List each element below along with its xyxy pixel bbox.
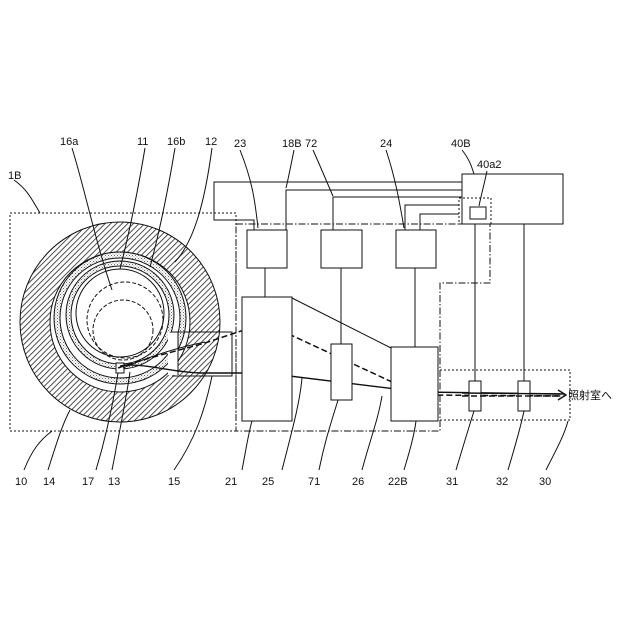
leader-72 <box>313 150 333 196</box>
label-11: 11 <box>137 136 148 148</box>
label-15: 15 <box>168 476 180 488</box>
leader-1b <box>14 180 40 213</box>
label-32: 32 <box>496 476 508 488</box>
line-to-24 <box>405 205 459 230</box>
label-13: 13 <box>108 476 120 488</box>
label-23: 23 <box>234 138 246 150</box>
component-40a2 <box>470 207 486 219</box>
leader-22b <box>404 421 416 470</box>
label-40a2: 40a2 <box>477 159 501 171</box>
leader-40b <box>462 150 474 174</box>
label-1b: 1B <box>8 170 21 182</box>
label-40b: 40B <box>451 138 471 150</box>
unit-21 <box>242 297 292 421</box>
arrow-head <box>558 390 566 400</box>
label-22b: 22B <box>388 476 408 488</box>
leader-71 <box>319 400 338 470</box>
label-30: 30 <box>539 476 551 488</box>
leader-30 <box>546 421 568 470</box>
label-21: 21 <box>225 476 237 488</box>
unit-22b <box>391 347 438 421</box>
label-to-room: 照射室へ <box>568 388 612 402</box>
box-23 <box>247 230 287 268</box>
label-24: 24 <box>380 138 392 150</box>
label-31: 31 <box>446 476 458 488</box>
label-12: 12 <box>205 136 217 148</box>
line-to-22b <box>420 214 459 230</box>
line-to-23 <box>214 182 462 230</box>
label-71: 71 <box>308 476 320 488</box>
label-25: 25 <box>262 476 274 488</box>
label-14: 14 <box>43 476 55 488</box>
label-16b: 16b <box>167 136 185 148</box>
label-72: 72 <box>305 138 317 150</box>
label-10: 10 <box>15 476 27 488</box>
leader-26 <box>362 396 382 470</box>
box-24 <box>396 230 436 268</box>
leader-21 <box>242 421 252 470</box>
leader-14 <box>48 410 70 470</box>
unit-71 <box>331 344 352 400</box>
label-26: 26 <box>352 476 364 488</box>
extraction-mask <box>168 333 178 375</box>
label-18b: 18B <box>282 138 302 150</box>
leader-10 <box>24 431 52 470</box>
leader-24 <box>386 150 404 228</box>
label-17: 17 <box>82 476 94 488</box>
label-16a: 16a <box>60 136 79 148</box>
box-72 <box>321 230 362 268</box>
ring-11 <box>76 269 164 357</box>
leader-23 <box>240 150 258 228</box>
beam-over-31-32 <box>462 393 560 394</box>
